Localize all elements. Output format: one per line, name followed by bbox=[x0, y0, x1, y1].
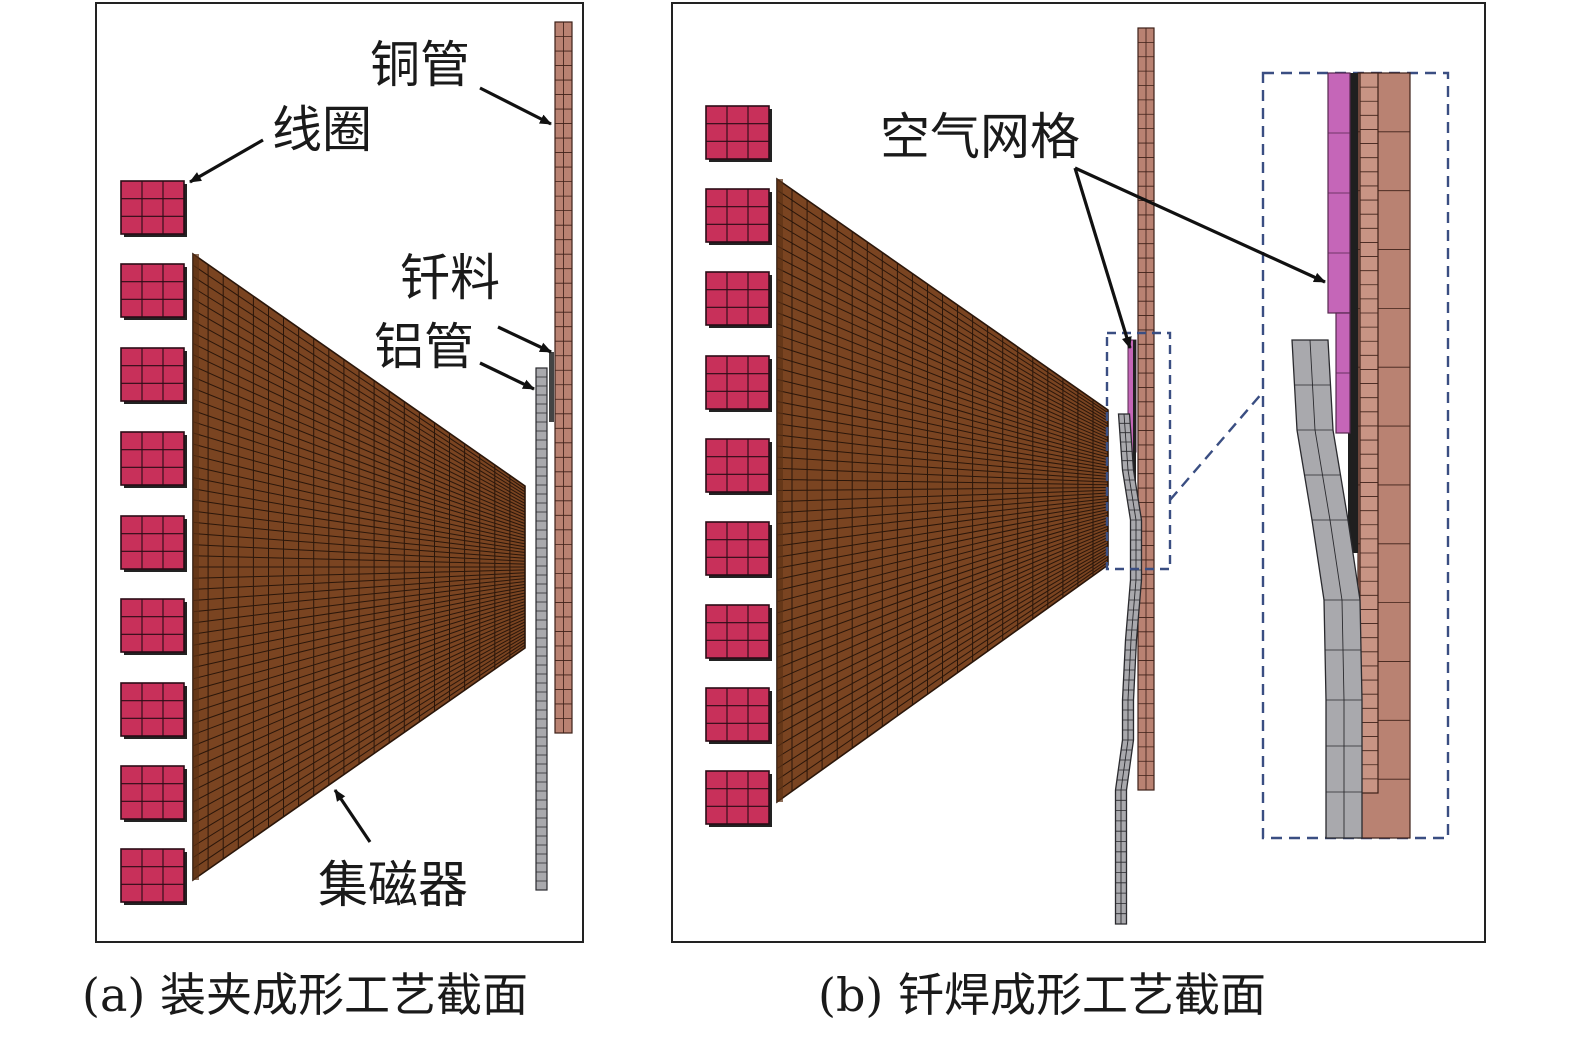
coil-element-b-6 bbox=[705, 521, 770, 576]
flux-concentrator-label: 集磁器 bbox=[318, 856, 468, 914]
caption-b: (b) 钎焊成形工艺截面 bbox=[818, 968, 1266, 1022]
coil-element-a-5 bbox=[120, 515, 185, 570]
solder-layer-a bbox=[549, 352, 554, 422]
coil-element-a-2 bbox=[120, 263, 185, 318]
solder-label: 钎料 bbox=[400, 249, 500, 307]
coil-element-a-6 bbox=[120, 598, 185, 653]
panel-a-drawing bbox=[120, 21, 573, 905]
leader-arrows bbox=[189, 86, 1326, 843]
coil-element-a-9 bbox=[120, 848, 185, 903]
aluminum-tube-b bbox=[1114, 413, 1143, 925]
copper-tube-label: 铜管 bbox=[370, 36, 470, 94]
arrow-flux-concentrator bbox=[333, 789, 372, 843]
copper-tube-a bbox=[554, 21, 573, 734]
coil-element-b-7 bbox=[705, 604, 770, 659]
arrow-air-mesh-detail bbox=[1074, 166, 1326, 284]
solder-detail bbox=[1348, 73, 1358, 553]
coil-element-a-3 bbox=[120, 347, 185, 402]
arrow-solder bbox=[497, 325, 552, 354]
solder-layer-b bbox=[1133, 340, 1136, 530]
coil-element-a-8 bbox=[120, 765, 185, 820]
arrow-air-mesh-small bbox=[1073, 167, 1132, 349]
caption-a: (a) 装夹成形工艺截面 bbox=[82, 968, 528, 1022]
coil-element-b-5 bbox=[705, 438, 770, 493]
coil-element-b-3 bbox=[705, 271, 770, 326]
arrow-coil bbox=[189, 138, 264, 184]
coil-element-a-7 bbox=[120, 682, 185, 737]
coil-element-b-2 bbox=[705, 188, 770, 243]
coil-element-b-4 bbox=[705, 355, 770, 410]
air-mesh-detail-lower bbox=[1335, 312, 1351, 434]
aluminum-tube-detail bbox=[1291, 339, 1363, 839]
copper-inner-detail bbox=[1359, 72, 1379, 794]
aluminum-tube-label: 铝管 bbox=[374, 318, 474, 376]
zoom-source-box bbox=[1105, 331, 1172, 571]
flux-concentrator-a bbox=[192, 252, 526, 882]
zoom-connector bbox=[1169, 391, 1264, 501]
arrow-aluminum-tube bbox=[479, 361, 535, 391]
coil-element-b-8 bbox=[705, 687, 770, 742]
flux-concentrator-b bbox=[776, 177, 1109, 804]
coil-label: 线圈 bbox=[272, 101, 372, 159]
coil-element-a-4 bbox=[120, 431, 185, 486]
air-mesh-label: 空气网格 bbox=[880, 108, 1080, 166]
coil-element-a-1 bbox=[120, 180, 185, 235]
copper-tube-b bbox=[1137, 27, 1155, 791]
aluminum-tube-a bbox=[535, 367, 548, 891]
coil-element-b-1 bbox=[705, 105, 770, 160]
arrow-copper-tube bbox=[479, 86, 552, 126]
coil-element-b-9 bbox=[705, 770, 770, 825]
air-mesh-detail bbox=[1327, 72, 1351, 314]
panel-b-drawing bbox=[705, 27, 1450, 925]
